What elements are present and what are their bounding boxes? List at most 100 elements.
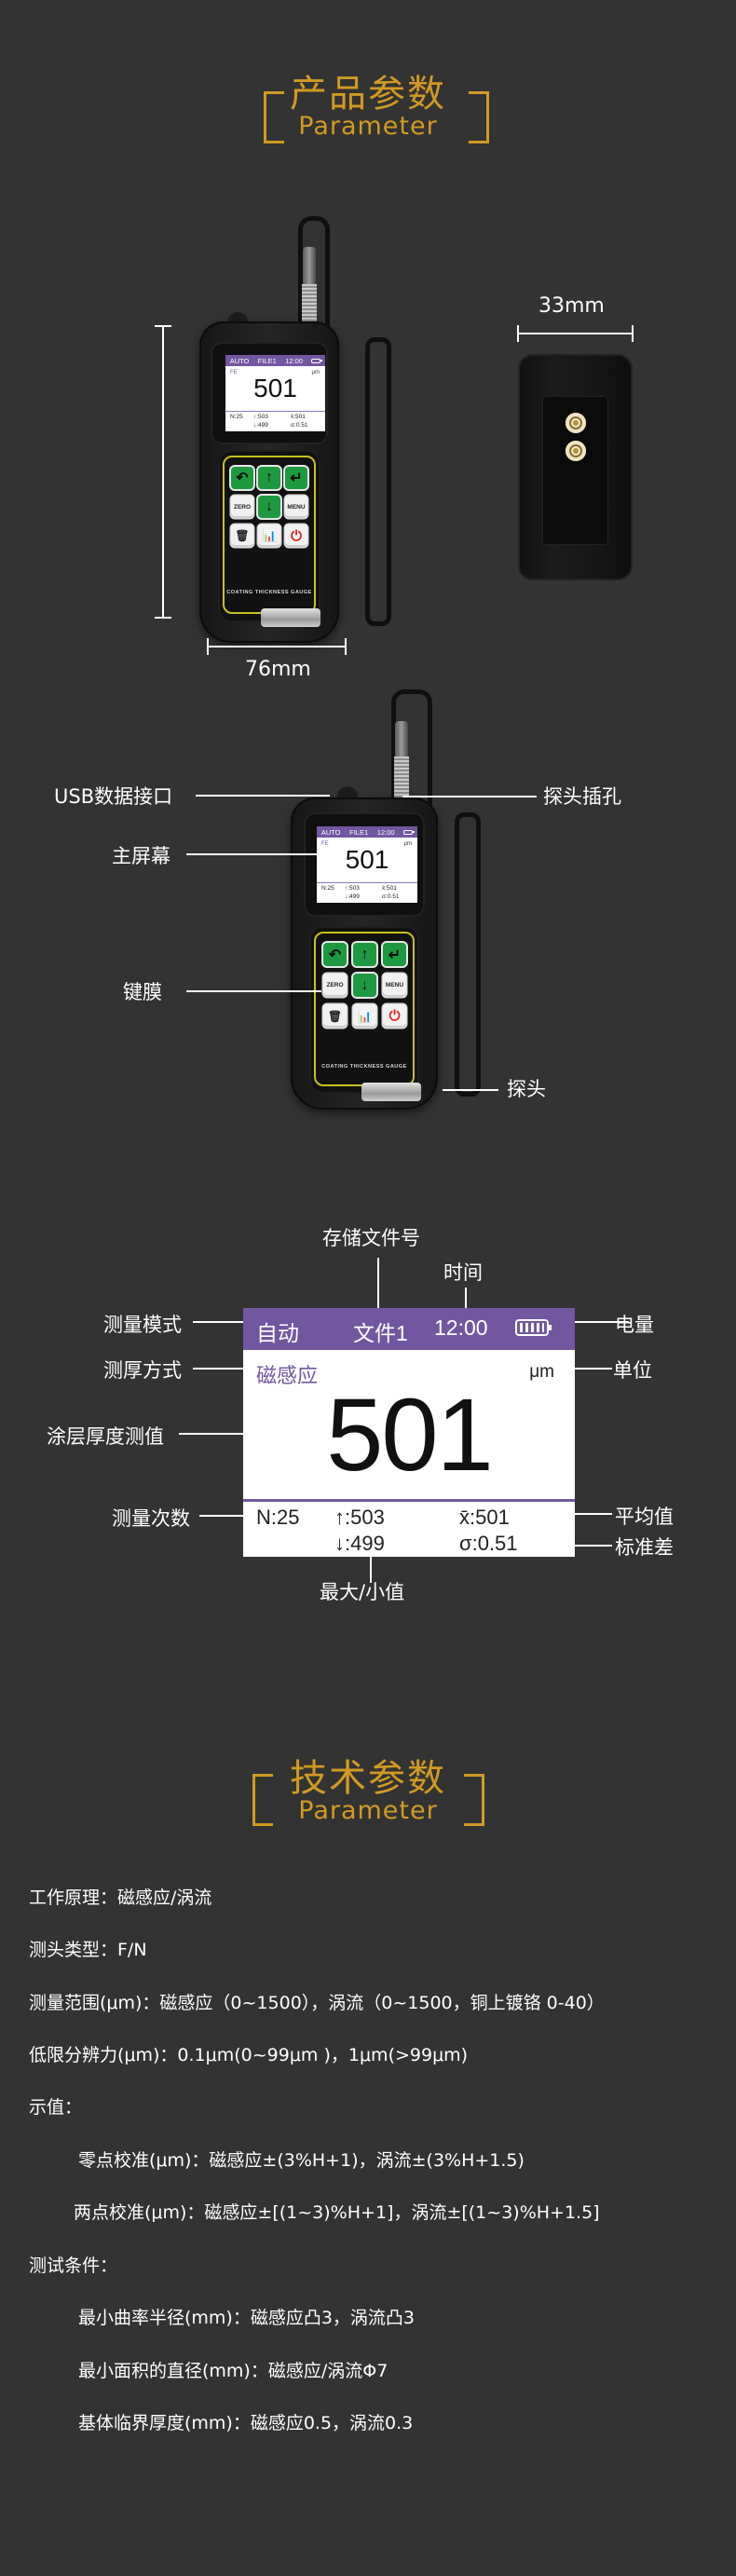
min-value: ↓:499 (334, 1532, 385, 1555)
enter-key[interactable]: ↵ (383, 943, 406, 966)
trash-key[interactable]: 🗑 (231, 525, 253, 547)
right-bracket-decoration (464, 1774, 484, 1826)
thickness-reading: 501 (326, 1378, 494, 1492)
down-key[interactable]: ↓ (258, 496, 280, 518)
spec-item: 低限分辨力(μm)：0.1μm(0~99μm )，1μm(>99μm) (29, 2045, 469, 2065)
zero-key[interactable]: ZERO (323, 974, 347, 997)
callout-line-unit (575, 1368, 612, 1370)
depth-dim-right-tick (632, 325, 634, 342)
time-text: 12:00 (285, 356, 303, 365)
battery-icon (403, 829, 416, 835)
max-text: ↑:503 (345, 885, 360, 892)
spec-item: 示值： (29, 2097, 83, 2118)
callout-coating-reading: 涂层厚度测值 (47, 1425, 164, 1448)
file-text: FILE1 (349, 827, 369, 837)
callout-probe: 探头 (507, 1078, 546, 1100)
probe-cable-side (455, 812, 481, 1097)
probe-jack-connector (394, 756, 409, 799)
trash-key[interactable]: 🗑 (323, 1004, 347, 1028)
depth-label: 33mm (538, 294, 605, 318)
file-text: FILE1 (257, 356, 277, 365)
count-value: N:25 (256, 1506, 300, 1529)
callout-line-battery (575, 1321, 629, 1323)
battery-icon (311, 358, 323, 363)
callout-mean: 平均值 (615, 1506, 674, 1528)
callout-line-mean (575, 1513, 612, 1515)
callout-line-probe-jack (402, 796, 537, 797)
max-value: ↑:503 (334, 1506, 385, 1529)
width-label: 76mm (245, 658, 311, 681)
probe-jack-connector (302, 284, 317, 321)
usb-port-cover (337, 786, 358, 799)
depth-dimension-line (517, 333, 634, 334)
section-title-en: Parameter (298, 1796, 438, 1825)
mode-text: AUTO (320, 827, 341, 837)
left-bracket-decoration (252, 1774, 273, 1826)
file-value: 文件1 (353, 1321, 408, 1345)
callout-line-screen (186, 853, 317, 855)
unit-value: μm (529, 1362, 554, 1382)
std-text: σ:0.51 (382, 893, 400, 900)
probe-connector-bottom (261, 608, 320, 627)
device-screen: AUTO FILE1 12:00 FE μm 501 N:25 ↑:503 ↓:… (317, 826, 417, 903)
reading-value: 501 (345, 845, 389, 874)
up-key[interactable]: ↑ (353, 943, 376, 966)
spec-item: 测量范围(μm)：磁感应（0~1500），涡流（0~1500，铜上镀铬 0-40… (29, 1993, 605, 2013)
width-dim-right-tick (345, 638, 347, 655)
power-key[interactable]: ⏻ (383, 1004, 406, 1028)
back-key[interactable]: ↶ (323, 943, 347, 966)
chart-key[interactable]: 📊 (353, 1004, 376, 1028)
gauge-device-front-annotated: AUTO FILE1 12:00 FE μm 501 N:25 ↑:503 ↓:… (291, 779, 477, 1110)
std-value: σ:0.51 (459, 1532, 518, 1555)
spec-item: 最小面积的直径(mm)：磁感应/涡流Φ7 (78, 2361, 388, 2381)
enter-key[interactable]: ↵ (285, 467, 307, 489)
power-key[interactable]: ⏻ (285, 525, 307, 547)
count-text: N:25 (230, 414, 243, 420)
brand-text: COATING THICKNESS GAUGE (226, 590, 312, 595)
spec-item: 零点校准(μm)：磁感应±(3%H+1)，涡流±(3%H+1.5) (78, 2150, 525, 2171)
reading-value: 501 (253, 374, 297, 402)
section-title-zh: 技术参数 (290, 1757, 446, 1800)
back-key[interactable]: ↶ (231, 467, 253, 489)
time-text: 12:00 (376, 827, 395, 837)
height-dim-bottom-tick (155, 617, 171, 619)
zero-key[interactable]: ZERO (231, 496, 253, 518)
contact-pin-icon (566, 413, 586, 433)
down-key[interactable]: ↓ (353, 974, 376, 997)
up-key[interactable]: ↑ (258, 467, 280, 489)
keypad-membrane: ↶ ↑ ↵ ZERO ↓ MENU 🗑 📊 ⏻ COATING THICKNES… (309, 926, 419, 1094)
battery-icon (515, 1319, 552, 1336)
height-dimension-line (162, 325, 164, 618)
probe-cable-top (298, 216, 330, 421)
menu-key[interactable]: MENU (285, 496, 307, 518)
callout-line-mode (193, 1321, 243, 1323)
screen-status-bar: AUTO FILE1 12:00 (317, 826, 417, 838)
callout-measure-count: 测量次数 (112, 1507, 190, 1530)
callout-vline-maxmin (370, 1557, 372, 1583)
unit-text: μm (311, 370, 320, 375)
count-text: N:25 (321, 885, 334, 892)
right-bracket-decoration (469, 91, 489, 143)
callout-probe-jack: 探头插孔 (543, 785, 621, 808)
method-value: 磁感应 (256, 1364, 319, 1387)
gauge-device-front: AUTO FILE1 12:00 FE μm 501 N:25 ↑:503 ↓:… (199, 303, 395, 643)
mean-text: x̄:501 (382, 885, 397, 892)
spec-item: 两点校准(μm)：磁感应±[(1~3)%H+1]，涡流±[(1~3)%H+1.5… (74, 2202, 600, 2223)
callout-measure-mode: 测量模式 (103, 1314, 182, 1336)
chart-key[interactable]: 📊 (258, 525, 280, 547)
callout-line-method (193, 1368, 243, 1370)
spec-item: 测头类型：F/N (29, 1940, 147, 1960)
screen-separator (225, 411, 325, 412)
std-text: σ:0.51 (291, 422, 308, 429)
callout-usb-port: USB数据接口 (54, 785, 173, 808)
max-text: ↑:503 (253, 414, 268, 420)
probe-neck (303, 247, 316, 286)
callout-unit: 单位 (613, 1359, 652, 1382)
callout-line-usb (196, 795, 330, 797)
screen-separator (317, 882, 417, 883)
screen-separator (243, 1499, 575, 1502)
callout-time: 时间 (443, 1261, 483, 1284)
menu-key[interactable]: MENU (383, 974, 406, 997)
section-title-zh: 产品参数 (290, 73, 446, 116)
method-text: FE (321, 841, 329, 847)
